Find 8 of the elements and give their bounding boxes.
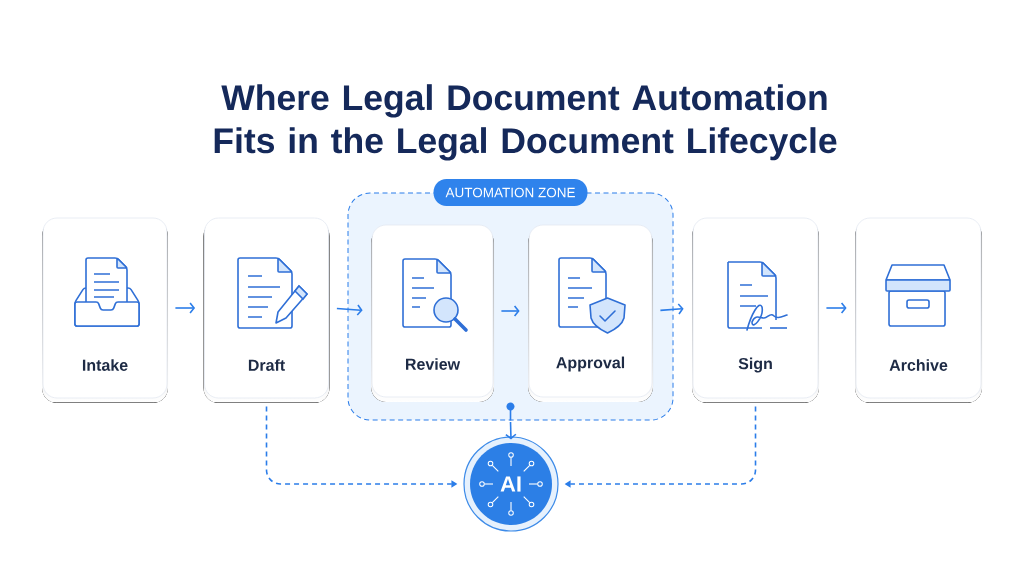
arrow <box>659 303 684 315</box>
arrow <box>500 305 520 317</box>
arrow <box>505 421 517 440</box>
arrow <box>825 302 847 314</box>
title: Where Legal Document Automation Fits in the Legal Document Lifecycle <box>214 84 837 161</box>
pill-label: AUTOMATION ZONE <box>433 179 588 206</box>
arrow <box>336 304 363 316</box>
arrow <box>174 302 196 314</box>
